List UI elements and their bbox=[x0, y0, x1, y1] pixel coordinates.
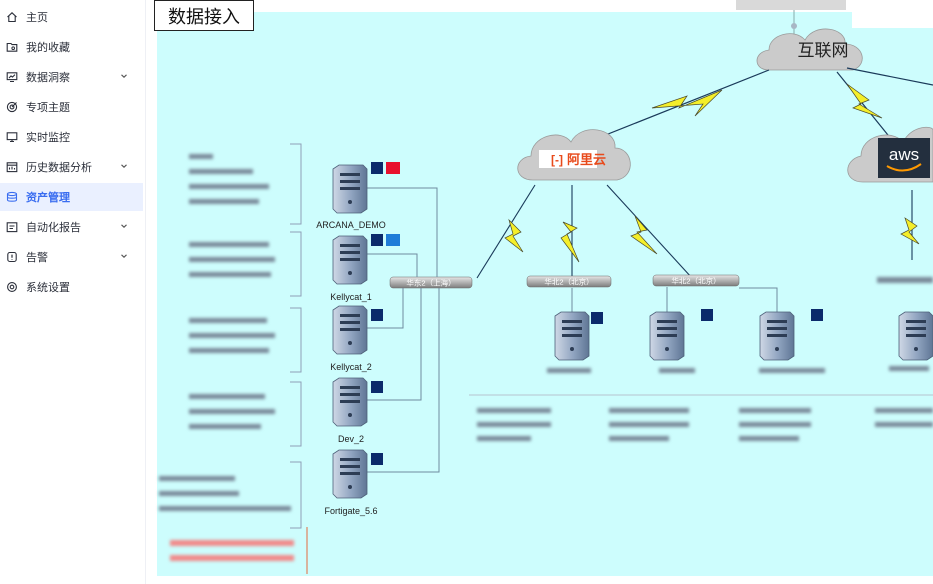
server-name: Dev_2 bbox=[338, 434, 364, 444]
switch-beijing-2: 华北2（北京） bbox=[652, 274, 740, 287]
chevron-down-icon bbox=[119, 71, 129, 81]
sidebar-item-asset-management[interactable]: 资产管理 bbox=[0, 183, 143, 211]
sidebar-item-home[interactable]: 主页 bbox=[0, 3, 143, 31]
internet-cloud: 互联网 bbox=[756, 28, 863, 71]
server-name: Fortigate_5.6 bbox=[324, 506, 377, 516]
sidebar-item-label: 我的收藏 bbox=[26, 42, 70, 54]
sidebar-item-auto-report[interactable]: 自动化报告 bbox=[0, 213, 143, 241]
monitor-icon bbox=[6, 131, 18, 143]
sidebar: 主页 我的收藏 数据洞察 专项主题 实时监控 历史数据分析 bbox=[0, 0, 146, 584]
target-icon bbox=[6, 101, 18, 113]
main-content: 数据接入 bbox=[147, 0, 933, 584]
svg-text:华北2（北京）: 华北2（北京） bbox=[544, 277, 593, 287]
chevron-down-icon bbox=[119, 221, 129, 231]
sidebar-item-label: 自动化报告 bbox=[26, 222, 81, 234]
server-region-2[interactable] bbox=[649, 309, 713, 361]
top-white-area bbox=[852, 0, 933, 28]
svg-text:华北2（北京）: 华北2（北京） bbox=[671, 276, 720, 286]
sidebar-item-system-settings[interactable]: 系统设置 bbox=[0, 273, 143, 301]
sidebar-item-data-insight[interactable]: 数据洞察 bbox=[0, 63, 143, 91]
alert-icon bbox=[6, 251, 18, 263]
monitor-chart-icon bbox=[6, 71, 18, 83]
sidebar-item-label: 数据洞察 bbox=[26, 72, 70, 84]
redacted-info bbox=[159, 154, 933, 561]
server-fortigate[interactable]: Fortigate_5.6 bbox=[324, 449, 383, 516]
server-region-1[interactable] bbox=[554, 311, 603, 361]
topology-canvas bbox=[157, 12, 933, 576]
server-name: Kellycat_1 bbox=[330, 292, 372, 302]
home-icon bbox=[6, 11, 18, 23]
internet-label: 互联网 bbox=[798, 41, 849, 60]
server-region-4[interactable] bbox=[898, 311, 933, 361]
sidebar-item-label: 资产管理 bbox=[26, 192, 70, 204]
server-kellycat-2[interactable]: Kellycat_2 bbox=[330, 305, 383, 372]
chevron-down-icon bbox=[119, 251, 129, 261]
sidebar-item-label: 实时监控 bbox=[26, 132, 70, 144]
info-brackets bbox=[290, 143, 308, 574]
sidebar-item-label: 历史数据分析 bbox=[26, 162, 92, 174]
gear-icon bbox=[6, 281, 18, 293]
sidebar-item-realtime-monitor[interactable]: 实时监控 bbox=[0, 123, 143, 151]
server-arcana-demo[interactable]: ARCANA_DEMO bbox=[316, 162, 400, 230]
server-kellycat-1[interactable]: Kellycat_1 bbox=[330, 234, 400, 302]
sidebar-item-label: 告警 bbox=[26, 252, 48, 264]
svg-text:华东2（上海）: 华东2（上海） bbox=[406, 278, 455, 288]
switch-shanghai: 华东2（上海） bbox=[389, 276, 473, 289]
aliyun-cloud: [-] 阿里云 bbox=[517, 129, 631, 181]
aliyun-label: 阿里云 bbox=[567, 152, 606, 167]
aws-label: aws bbox=[889, 145, 919, 164]
sidebar-item-special-topics[interactable]: 专项主题 bbox=[0, 93, 143, 121]
sidebar-item-favorites[interactable]: 我的收藏 bbox=[0, 33, 143, 61]
top-gray-box bbox=[736, 0, 846, 10]
server-name: ARCANA_DEMO bbox=[316, 220, 386, 230]
chevron-down-icon bbox=[119, 161, 129, 171]
sidebar-item-label: 主页 bbox=[26, 12, 48, 24]
server-name: Kellycat_2 bbox=[330, 362, 372, 372]
aws-cloud: aws bbox=[847, 126, 933, 183]
switch-beijing-1: 华北2（北京） bbox=[526, 275, 612, 288]
report-icon bbox=[6, 221, 18, 233]
diagram-title: 数据接入 bbox=[154, 0, 254, 31]
network-diagram: 互联网 [-] 阿里云 aws bbox=[159, 10, 933, 574]
aliyun-logo-bracket: [-] bbox=[551, 153, 563, 167]
sidebar-item-history-analysis[interactable]: 历史数据分析 bbox=[0, 153, 143, 181]
database-icon bbox=[6, 191, 18, 203]
sidebar-item-alerts[interactable]: 告警 bbox=[0, 243, 143, 271]
server-dev-2[interactable]: Dev_2 bbox=[332, 377, 383, 444]
calendar-chart-icon bbox=[6, 161, 18, 173]
sidebar-item-label: 专项主题 bbox=[26, 102, 70, 114]
server-region-3[interactable] bbox=[759, 309, 823, 361]
sidebar-item-label: 系统设置 bbox=[26, 282, 70, 294]
folder-heart-icon bbox=[6, 41, 18, 53]
